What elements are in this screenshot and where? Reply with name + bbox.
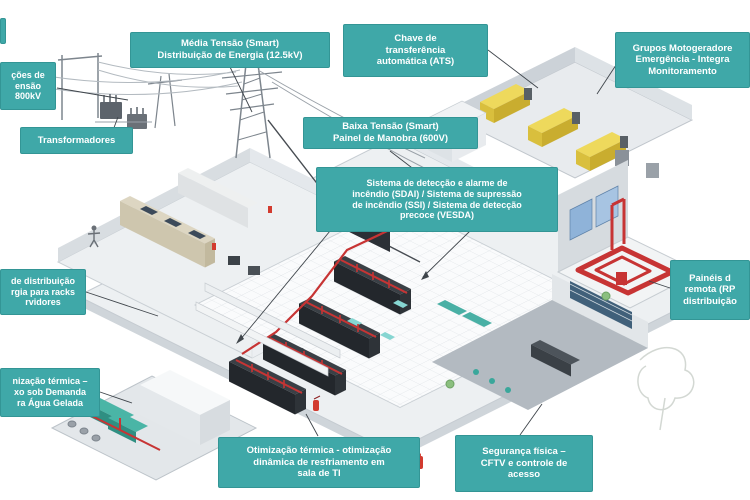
label-line: Painéis d (689, 272, 731, 284)
fire-pump (616, 272, 627, 285)
label-fire-systems: Sistema de detecção e alarme de incêndio… (316, 167, 558, 232)
label-line: remota (RP (684, 284, 736, 296)
label-remote-panels: Painéis d remota (RP distribuição (670, 260, 750, 320)
reception-desks (437, 300, 492, 327)
plant (601, 291, 611, 301)
label-line: sala de TI (297, 468, 341, 480)
label-line: ções de (11, 69, 45, 80)
label-thermal-chilled-water: nização térmica – xo sob Demanda ra Água… (0, 368, 100, 417)
label-line: Painel de Manobra (600V) (332, 133, 449, 144)
fire-extinguisher-icon (268, 206, 272, 213)
fire-extinguisher-icon (212, 243, 216, 250)
label-rack-pdu: de distribuição rgia para racks rvidores (0, 269, 86, 315)
label-line: Chave de (394, 33, 437, 45)
ups-cabinets (120, 168, 258, 268)
label-line: Emergência - Integra (635, 54, 730, 66)
label-line: precoce (VESDA) (399, 210, 475, 221)
label-line: Transformadores (37, 134, 116, 146)
label-line: acesso (507, 469, 541, 481)
label-thermal-it-room: Otimização térmica - otimização dinâmica… (218, 437, 420, 488)
label-substation: ções de ensão 800kV (0, 62, 56, 110)
label-line: Média Tensão (Smart) (180, 38, 279, 50)
label-line: Monitoramento (648, 65, 717, 77)
label-line: de distribuição (10, 275, 75, 286)
label-medium-voltage: Média Tensão (Smart) Distribuição de Ene… (130, 32, 330, 68)
label-line: xo sob Demanda (13, 387, 87, 398)
cctv-window (570, 281, 632, 329)
monitor (228, 256, 240, 265)
label-line: transferência (385, 44, 446, 56)
label-line: rgia para racks (10, 286, 76, 297)
label-line: ra Água Gelada (16, 397, 84, 408)
label-line: dinâmica de resfriamento em (253, 456, 385, 468)
label-line: distribuição (683, 295, 737, 307)
chilled-water-pipe (91, 415, 161, 451)
label-line: rvidores (25, 297, 61, 308)
plant (445, 379, 455, 389)
label-line: incêndio (SDAI) / Sistema de supressão (352, 188, 522, 199)
label-line: Segurança física – (482, 446, 566, 458)
switchgear-box (646, 163, 659, 178)
label-physical-security: Segurança física – CFTV e controle de ac… (455, 435, 593, 492)
clipped-label-sliver (0, 18, 6, 44)
label-line: Sistema de detecção e alarme de (366, 177, 508, 188)
label-low-voltage: Baixa Tensão (Smart) Painel de Manobra (… (303, 117, 478, 149)
label-line: automática (ATS) (376, 56, 455, 68)
security-office (432, 274, 648, 410)
security-desk (531, 340, 580, 377)
label-ats: Chave de transferência automática (ATS) (343, 24, 488, 77)
cable-trays (195, 282, 341, 377)
label-generators: Grupos Motogeradore Emergência - Integra… (615, 32, 750, 88)
label-line: CFTV e controle de (480, 457, 568, 469)
label-line: Distribuição de Energia (12.5kV) (157, 50, 303, 61)
label-line: Otimização térmica - otimização (246, 445, 392, 457)
label-line: de incêndio (SSI) / Sistema de detecção (352, 199, 522, 210)
label-line: ensão (14, 80, 41, 91)
label-line: 800kV (14, 91, 42, 102)
transmission-towers (57, 48, 283, 159)
cooling-plant (50, 370, 258, 481)
label-line: Baixa Tensão (Smart) (342, 121, 439, 133)
generator-units (480, 84, 628, 171)
label-transformers: Transformadores (20, 127, 133, 154)
label-line: Grupos Motogeradore (632, 42, 733, 54)
monitor (248, 266, 260, 275)
label-line: nização térmica – (12, 376, 88, 387)
transformer-units (95, 94, 152, 129)
tree-sketch (637, 346, 695, 431)
